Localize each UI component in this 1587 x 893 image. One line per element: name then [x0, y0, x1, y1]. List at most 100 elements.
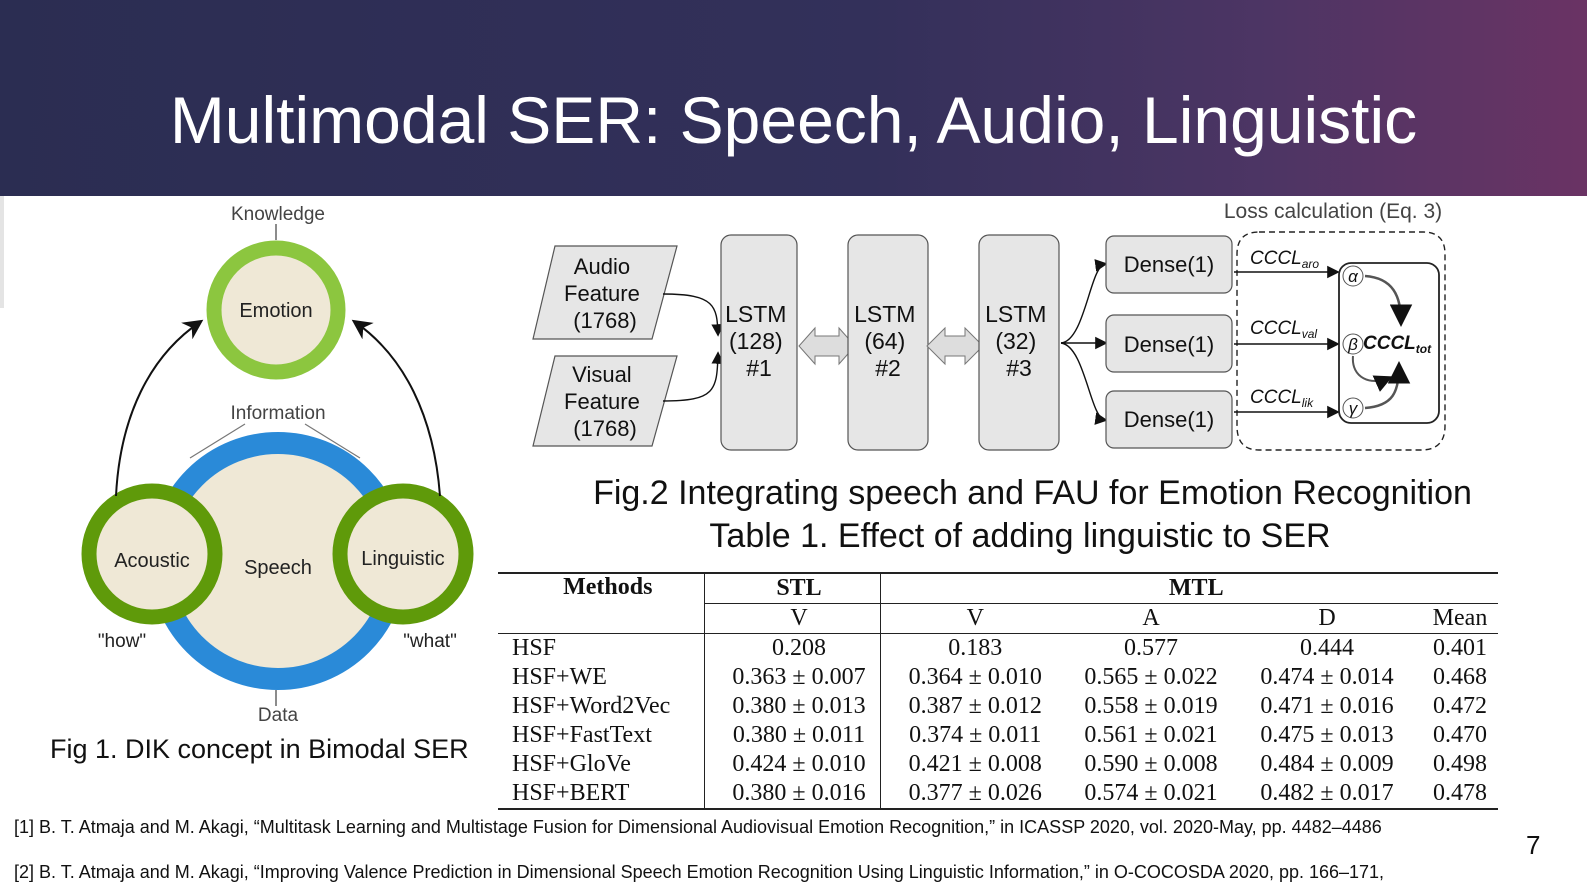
- table-cell: 0.183: [879, 633, 1056, 663]
- how-label: "how": [98, 631, 146, 652]
- table-cell: 0.472: [1433, 693, 1487, 719]
- table-cell: 0.558 ± 0.019: [1084, 693, 1218, 719]
- audio-feature-text: Audio Feature (1768): [564, 254, 646, 333]
- emotion-node: [206, 240, 346, 380]
- table-row: HSF+WE 0.363 ± 0.007 0.364 ± 0.010 0.565…: [498, 663, 1498, 692]
- table-cell: 0.475 ± 0.013: [1260, 722, 1394, 748]
- gamma-circle: [1342, 397, 1364, 419]
- table-cell: 0.364 ± 0.010: [879, 663, 1056, 692]
- bidirectional-arrow-1: [798, 326, 856, 366]
- beta-to-total-arrow: [1351, 355, 1393, 392]
- table-cell: 0.401: [1408, 633, 1498, 663]
- fig1-dik-diagram: Knowledge Information Speech Data Emotio…: [81, 204, 474, 726]
- table-cell: 0.471 ± 0.016: [1260, 693, 1394, 719]
- acoustic-node: [81, 483, 223, 625]
- header-stl: STL: [703, 572, 880, 604]
- table-row: HSF+FastText 0.380 ± 0.011 0.374 ± 0.011…: [498, 721, 1498, 750]
- gamma-symbol: γ: [1349, 399, 1359, 418]
- table-subheader-row: V V A D Mean: [498, 603, 1498, 634]
- visual-to-lstm-arrow: [662, 351, 725, 402]
- table-cell: 0.387 ± 0.012: [879, 692, 1056, 721]
- dense3-label: Dense(1): [1124, 407, 1214, 432]
- alpha-circle: [1342, 265, 1364, 287]
- results-table: Methods STL MTL V V A D Mean HSF 0.208 0…: [498, 572, 1498, 810]
- table-cell: 0.468: [1433, 664, 1487, 690]
- table-row: HSF+BERT 0.380 ± 0.016 0.377 ± 0.026 0.5…: [498, 779, 1498, 810]
- audio-to-lstm-arrow: [662, 293, 724, 337]
- decorative-grey-shape: [0, 196, 4, 308]
- header-mtl: MTL: [879, 572, 1498, 604]
- ccc-val-label: CCCLval: [1250, 318, 1317, 341]
- header-methods: Methods: [498, 572, 704, 634]
- data-label: Data: [258, 705, 299, 726]
- table-cell: 0.474 ± 0.014: [1260, 664, 1394, 690]
- acoustic-to-emotion-arrow: [115, 319, 204, 497]
- fig2-caption: Fig.2 Integrating speech and FAU for Emo…: [593, 474, 1472, 512]
- table-row: HSF+Word2Vec 0.380 ± 0.013 0.387 ± 0.012…: [498, 692, 1498, 721]
- subheader-stl-v: V: [703, 603, 880, 634]
- table-cell: 0.478: [1408, 779, 1498, 810]
- alpha-to-total-arrow: [1364, 274, 1413, 327]
- speech-label: Speech: [244, 557, 312, 579]
- table-cell: 0.444: [1232, 633, 1408, 663]
- table-cell: HSF+BERT: [498, 779, 704, 810]
- lstm1-text: LSTM (128) #1: [725, 301, 793, 381]
- table-row: HSF 0.208 0.183 0.577 0.444 0.401: [498, 633, 1498, 663]
- table-cell: 0.470: [1433, 722, 1487, 748]
- linguistic-label: Linguistic: [361, 548, 444, 570]
- lstm1-box: [720, 234, 798, 451]
- table1-caption: Table 1. Effect of adding linguistic to …: [709, 517, 1331, 555]
- lstm2-box: [847, 234, 929, 451]
- slide-title: Multimodal SER: Speech, Audio, Linguisti…: [169, 83, 1418, 157]
- page-number: 7: [1526, 830, 1541, 860]
- table-cell: 0.421 ± 0.008: [879, 750, 1056, 779]
- table-cell: 0.565 ± 0.022: [1084, 664, 1218, 690]
- table-cell: 0.577: [1056, 633, 1232, 663]
- dense2-box: [1105, 314, 1233, 373]
- title-banner: [0, 0, 1587, 196]
- table-cell: 0.380 ± 0.016: [703, 779, 880, 810]
- table-cell: 0.374 ± 0.011: [879, 721, 1056, 750]
- table-cell: 0.363 ± 0.007: [703, 663, 880, 692]
- fig2-architecture-diagram: Loss calculation (Eq. 3) Audio Feature (…: [532, 200, 1446, 451]
- table-cell: HSF+FastText: [512, 722, 652, 748]
- information-line-left: [189, 423, 246, 459]
- gamma-to-total-arrow: [1364, 361, 1411, 410]
- table-cell: HSF: [498, 633, 704, 663]
- table-cell: 0.484 ± 0.009: [1260, 751, 1394, 777]
- table-cell: 0.561 ± 0.021: [1084, 722, 1218, 748]
- ccc-total-label: CCCLtot: [1363, 333, 1432, 356]
- table-cell: 0.380 ± 0.013: [703, 692, 880, 721]
- table-cell: 0.574 ± 0.021: [1056, 779, 1232, 810]
- table-cell: HSF+Word2Vec: [512, 693, 671, 719]
- visual-feature-box: [532, 355, 678, 447]
- bidirectional-arrow-2: [926, 326, 984, 366]
- lstm3-text: LSTM (32) #3: [985, 301, 1053, 381]
- table-cell: 0.498: [1433, 751, 1487, 777]
- table-cell: 0.590 ± 0.008: [1084, 751, 1218, 777]
- what-label: "what": [403, 631, 457, 652]
- information-line-right: [304, 423, 361, 459]
- table-cell: 0.377 ± 0.026: [879, 779, 1056, 810]
- dense3-box: [1105, 390, 1233, 449]
- beta-circle: [1342, 333, 1364, 355]
- ccc-total-box: [1338, 262, 1440, 424]
- ccc-lik-label: CCCLlik: [1250, 387, 1314, 410]
- table-cell: HSF+GloVe: [512, 751, 631, 777]
- acoustic-label: Acoustic: [114, 550, 190, 572]
- linguistic-node: [332, 483, 474, 625]
- audio-feature-box: [532, 245, 678, 340]
- subheader-mtl-d: D: [1318, 605, 1336, 631]
- table-row: HSF+GloVe 0.424 ± 0.010 0.421 ± 0.008 0.…: [498, 750, 1498, 779]
- information-label: Information: [230, 403, 325, 424]
- dense1-label: Dense(1): [1124, 252, 1214, 277]
- table-header-row: Methods STL MTL: [498, 572, 1498, 634]
- dense1-box: [1105, 235, 1233, 294]
- reference-2: [2] B. T. Atmaja and M. Akagi, “Improvin…: [14, 862, 1385, 882]
- fig1-caption: Fig 1. DIK concept in Bimodal SER: [50, 734, 469, 764]
- subheader-mtl-a: A: [1142, 605, 1160, 631]
- loss-region: [1236, 231, 1446, 451]
- table-cell: 0.424 ± 0.010: [703, 750, 880, 779]
- table-cell: 0.380 ± 0.011: [703, 721, 880, 750]
- alpha-symbol: α: [1348, 267, 1359, 286]
